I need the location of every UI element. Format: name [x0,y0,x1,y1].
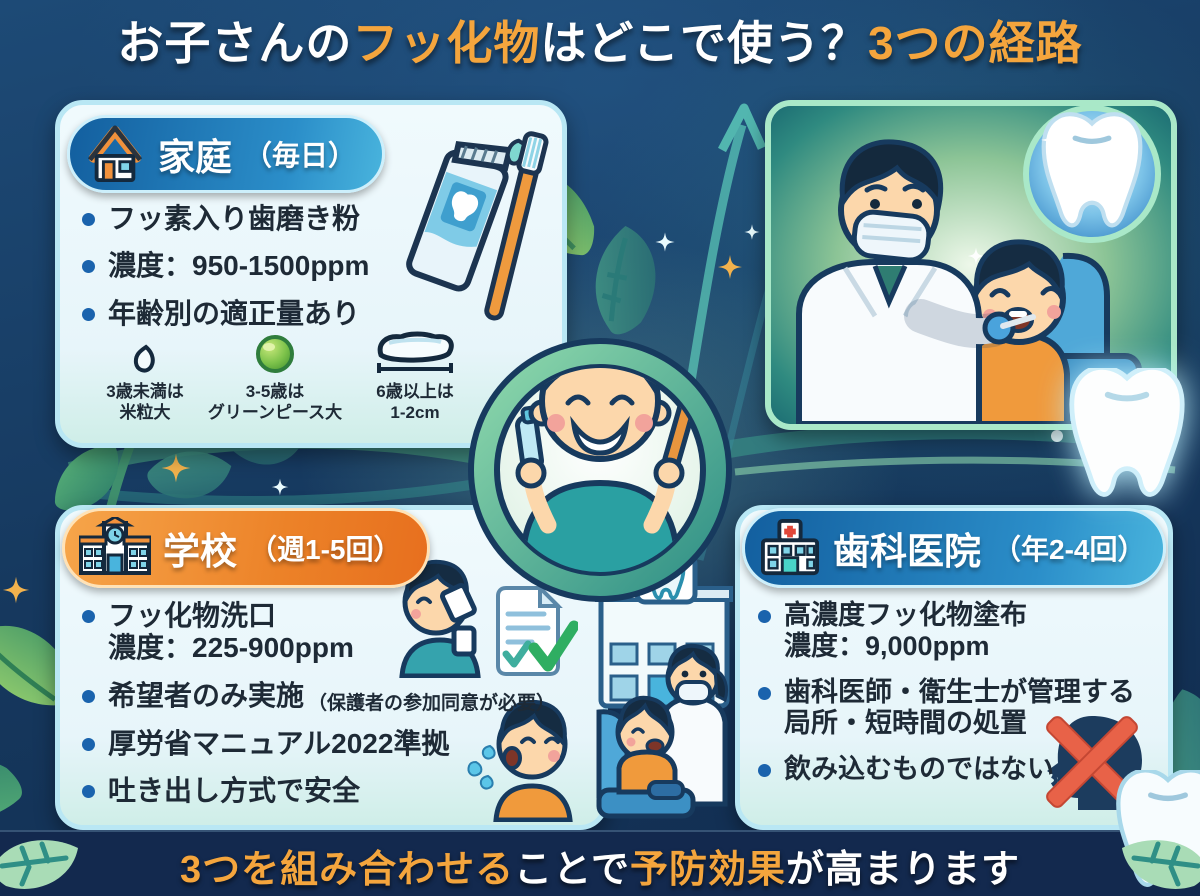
clinic-title: 歯科医院 [833,531,981,572]
bullet-dot [82,610,95,623]
school-title: 学校 [163,531,237,572]
bullet-dot [82,213,95,226]
footer-left-leaf [0,840,78,889]
dosage-3to5-label: 3-5歳はグリーンピース大 [207,382,343,423]
spitting-child-illustration [467,700,573,822]
school-bullet-3-text: 厚労省マニュアル2022準拠 [108,727,450,759]
bullet-dot [758,764,771,778]
footer-message: 3つを組み合わせることで予防効果が高まります [180,838,1020,893]
clinic-panel: 歯科医院 （年2-4回） 高濃度フッ化物塗布 濃度：9,000ppm 歯科医師・… [735,505,1173,830]
bullet-dot [82,260,95,274]
clinic-bullet-1-sub-row: 濃度：9,000ppm [758,631,1158,664]
clinic-bullet-3: 飲み込むものではない [758,752,1158,787]
school-frequency: （週1-5回） [249,534,402,565]
clinic-treatment-illustration [595,553,733,819]
clinic-bullet-1-sub: 濃度：9,000ppm [784,631,990,662]
home-bullet-2: 濃度：950-1500ppm [82,248,442,284]
glowing-tooth-decoration [1069,368,1185,497]
title-segment-highlight: 3つの経路 [868,17,1083,69]
title-segment: はどこで使う？ [540,17,869,69]
bullet-dot [82,737,95,751]
home-bullet-3: 年齢別の適正量あり [82,296,442,332]
clinic-bullet-2-sub: 局所・短時間の処置 [784,708,1027,739]
home-bullet-1: フッ素入り歯磨き粉 [82,201,442,237]
home-title: 家庭 [158,137,232,178]
school-bullet-1: フッ化物洗口 [82,598,587,634]
footer-segment-highlight: 3つを組み合わせる [179,848,515,891]
footer-banner: 3つを組み合わせることで予防効果が高まります [0,830,1200,896]
school-bullet-2-main: 希望者のみ実施 [108,679,305,711]
home-bullet-1-text: フッ素入り歯磨き粉 [108,203,361,234]
school-bullet-1-main: フッ化物洗口 [108,600,277,631]
clinic-frequency: （年2-4回） [993,534,1146,565]
footer-segment: が高まります [786,848,1021,891]
no-swallow-icon [1046,716,1142,810]
bullet-dot [758,610,771,623]
clinic-header: 歯科医院 （年2-4回） [742,508,1167,588]
green-pea-icon [256,335,294,373]
school-header: 学校 （週1-5回） [62,508,431,588]
school-icon [79,517,151,575]
bullet-dot [82,785,95,799]
footer-segment: ことで [514,848,630,891]
hospital-icon [761,519,819,576]
school-bullet-2-note: （保護者の参加同意が必要） [308,692,556,714]
school-bullet-4: 吐き出し方式で安全 [82,773,587,809]
clinic-bullet-1: 高濃度フッ化物塗布 [758,598,1158,633]
gargling-child-illustration [399,559,481,678]
dosage-3to5: 3-5歳はグリーンピース大 [200,333,350,424]
clinic-bullets: 高濃度フッ化物塗布 濃度：9,000ppm 歯科医師・衛生士が管理する 局所・短… [758,598,1158,798]
home-bullets: フッ素入り歯磨き粉 濃度：950-1500ppm 年齢別の適正量あり [82,201,442,343]
home-panel: 家庭 （毎日） フッ素入り歯磨き粉 濃度：950-1500ppm 年齢別の適正量… [55,100,567,448]
school-bullet-3: 厚労省マニュアル2022準拠 [82,726,587,762]
bullet-dot [82,307,95,321]
school-bullets: フッ化物洗口 濃度：225-900ppm 希望者のみ実施（保護者の参加同意が必要… [82,598,587,821]
school-bullet-2: 希望者のみ実施（保護者の参加同意が必要） [82,678,587,715]
bullet-dot [758,687,771,701]
center-hub-child-arrows [468,338,732,602]
home-header: 家庭 （毎日） [67,115,386,193]
clinic-bullet-2-sub-row: 局所・短時間の処置 [758,708,1158,741]
clinic-bullet-2-main: 歯科医師・衛生士が管理する [784,677,1135,708]
footer-right-leaf [1122,840,1200,889]
home-frequency: （毎日） [244,140,357,171]
clinic-bullet-2: 歯科医師・衛生士が管理する [758,675,1158,710]
page-title: お子さんのフッ化物はどこで使う？3つの経路 [0,16,1200,71]
footer-segment-highlight: 予防効果 [629,848,786,891]
clinic-bullet-1-main: 高濃度フッ化物塗布 [784,600,1027,630]
bullet-dot [82,689,95,703]
house-icon [87,125,143,183]
dosage-under3: 3歳未満は米粒大 [90,343,200,424]
school-bullet-4-text: 吐き出し方式で安全 [108,775,361,807]
school-panel: 学校 （週1-5回） フッ化物洗口 濃度：225-900ppm 希望者のみ実施（… [55,505,608,830]
tooth-badge-icon [1023,105,1161,243]
rice-grain-icon [133,344,155,373]
home-bullet-3-text: 年齢別の適正量あり [108,297,361,329]
school-bullet-1-sub-row: 濃度：225-900ppm [82,632,587,666]
title-segment-highlight: フッ化物 [352,17,541,69]
title-segment: お子さんの [117,17,353,69]
home-bullet-2-text: 濃度：950-1500ppm [108,250,370,282]
toothpaste-toothbrush-illustration [406,131,549,321]
clinic-bullet-3-text: 飲み込むものではない [784,754,1054,785]
school-bullet-1-sub: 濃度：225-900ppm [108,632,354,664]
toothpaste-strip-icon [377,331,454,373]
dosage-under3-label: 3歳未満は米粒大 [106,382,184,423]
consent-document-check-icon [496,586,578,676]
